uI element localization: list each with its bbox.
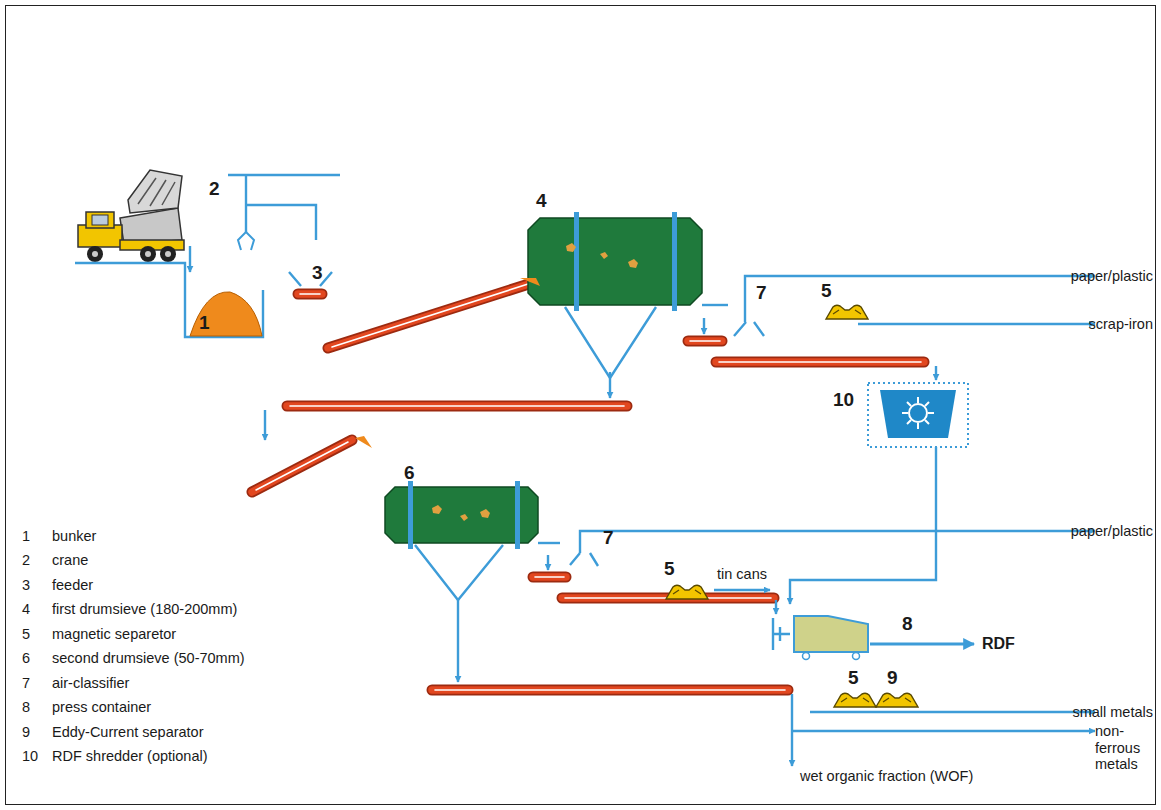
callout-number: 9 [887, 667, 898, 689]
frame [6, 6, 1156, 805]
rdf-shredder [776, 366, 968, 614]
drumsieve [265, 212, 728, 682]
key-text: magnetic separetor [52, 626, 176, 643]
flow-label: scrap-iron [1089, 316, 1153, 333]
key-text: 2 [22, 552, 30, 569]
key-text: second drumsieve (50-70mm) [52, 650, 245, 667]
key-text: 4 [22, 601, 30, 618]
key-text: 10 [22, 748, 38, 765]
flow-label: wet organic fraction (WOF) [800, 768, 973, 785]
key-text: 6 [22, 650, 30, 667]
callout-number: 7 [756, 282, 767, 304]
key-text: 8 [22, 699, 30, 716]
callout-number: 10 [833, 389, 854, 411]
callout-number: 7 [603, 527, 614, 549]
press-container [773, 616, 974, 660]
conveyor [252, 283, 924, 690]
callout-number: 8 [902, 613, 913, 635]
key-text: 7 [22, 675, 30, 692]
callout-number: 5 [848, 667, 859, 689]
flow-label: RDF [982, 635, 1015, 653]
key-text: RDF shredder (optional) [52, 748, 208, 765]
callout-number: 1 [199, 312, 210, 334]
key-text: first drumsieve (180-200mm) [52, 601, 237, 618]
flow-label: paper/plastic [1071, 268, 1153, 285]
magnetic-separator [666, 305, 1095, 766]
callout-number: 6 [404, 462, 415, 484]
key-text: crane [52, 552, 88, 569]
callout-number: 5 [664, 558, 675, 580]
feeder [289, 272, 332, 294]
truck [78, 170, 184, 262]
key-text: 3 [22, 577, 30, 594]
key-text: 9 [22, 724, 30, 741]
key-text: 1 [22, 528, 30, 545]
crane [228, 175, 340, 250]
flow-label: tin cans [717, 566, 767, 583]
flow-label: small metals [1072, 704, 1153, 721]
key-text: bunker [52, 528, 96, 545]
callout-number: 2 [209, 178, 220, 200]
key-text: feeder [52, 577, 93, 594]
key-text: air-classifier [52, 675, 129, 692]
key-text: Eddy-Current separator [52, 724, 204, 741]
flow-label: non-ferrous metals [1095, 723, 1153, 773]
flow-label: paper/plastic [1071, 523, 1153, 540]
callout-number: 5 [821, 280, 832, 302]
key-text: 5 [22, 626, 30, 643]
callout-number: 3 [312, 262, 323, 284]
key-text: press container [52, 699, 151, 716]
bunker [75, 246, 263, 337]
callout-number: 4 [536, 190, 547, 212]
air-classifier [570, 276, 1095, 566]
